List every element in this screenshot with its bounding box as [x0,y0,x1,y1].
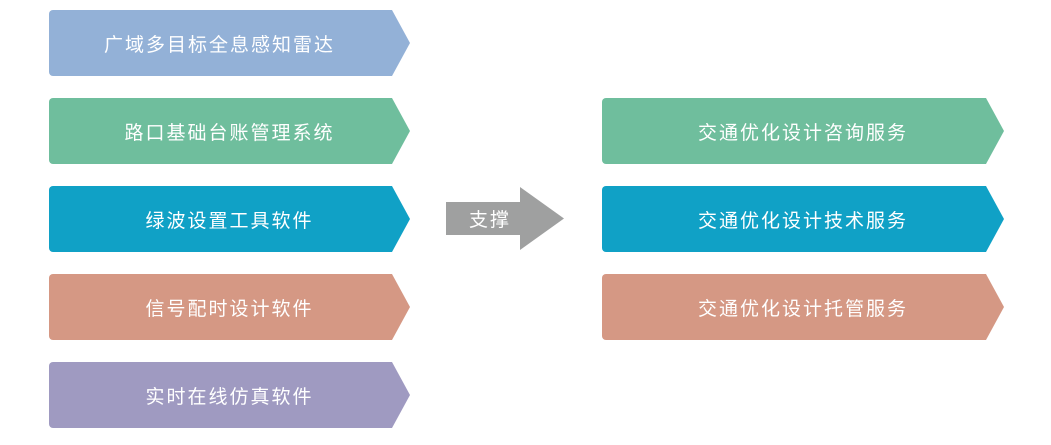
left-item-label: 路口基础台账管理系统 [124,121,335,144]
right-item-consulting-service: 交通优化设计咨询服务 [602,98,1004,164]
support-arrow-label: 支撑 [468,209,511,231]
right-item-managed-service: 交通优化设计托管服务 [602,274,1004,340]
left-item-radar: 广域多目标全息感知雷达 [49,10,410,76]
tag-shape [49,10,410,76]
left-item-signal-timing-software: 信号配时设计软件 [49,274,410,340]
left-item-green-wave-tool: 绿波设置工具软件 [49,186,410,252]
tag-shape [602,274,1004,340]
left-item-simulation-software: 实时在线仿真软件 [49,362,410,428]
arrow-right-icon [446,187,564,250]
left-item-label: 实时在线仿真软件 [145,385,314,408]
tag-shape [602,98,1004,164]
left-item-label: 绿波设置工具软件 [145,209,314,232]
tag-shape [49,362,410,428]
left-item-label: 广域多目标全息感知雷达 [103,33,335,56]
right-item-technical-service: 交通优化设计技术服务 [602,186,1004,252]
right-item-label: 交通优化设计咨询服务 [697,121,908,144]
left-item-ledger-system: 路口基础台账管理系统 [49,98,410,164]
support-arrow: 支撑 [446,187,564,250]
tag-shape [49,186,410,252]
left-item-label: 信号配时设计软件 [145,297,314,320]
tag-shape [602,186,1004,252]
right-item-label: 交通优化设计技术服务 [697,209,908,232]
right-item-label: 交通优化设计托管服务 [697,297,908,320]
tag-shape [49,98,410,164]
tag-shape [49,274,410,340]
